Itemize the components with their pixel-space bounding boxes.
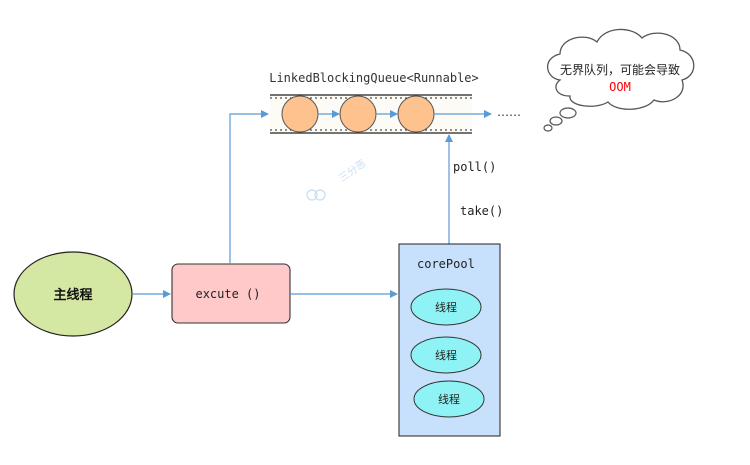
- callout-oom: OOM: [609, 80, 631, 94]
- watermark: 三分恶: [306, 157, 368, 201]
- pool-thread: [410, 336, 482, 374]
- queue-label: LinkedBlockingQueue<Runnable>: [269, 71, 479, 85]
- execute-label: excute (): [195, 287, 260, 301]
- execute-to-queue-arrow: [229, 110, 269, 264]
- watermark-text: 三分恶: [337, 157, 368, 184]
- main-thread-label: 主线程: [53, 287, 92, 303]
- core-pool-label: corePool: [417, 257, 475, 271]
- pool-thread: [413, 380, 485, 418]
- take-label: take(): [460, 204, 503, 218]
- pool-thread-label: 线程: [435, 348, 457, 362]
- poll-label: poll(): [453, 160, 496, 174]
- callout-text: 无界队列，可能会导致: [560, 62, 680, 77]
- queue-item: [339, 95, 377, 133]
- pool-thread-label: 线程: [435, 300, 457, 314]
- queue-ellipsis: ……: [497, 105, 521, 119]
- thought-cloud: [543, 28, 695, 132]
- queue-item: [281, 95, 319, 133]
- pool-thread: [410, 288, 482, 326]
- main-thread-node: [13, 251, 133, 337]
- pool-thread-label: 线程: [438, 392, 460, 406]
- queue-item: [397, 95, 435, 133]
